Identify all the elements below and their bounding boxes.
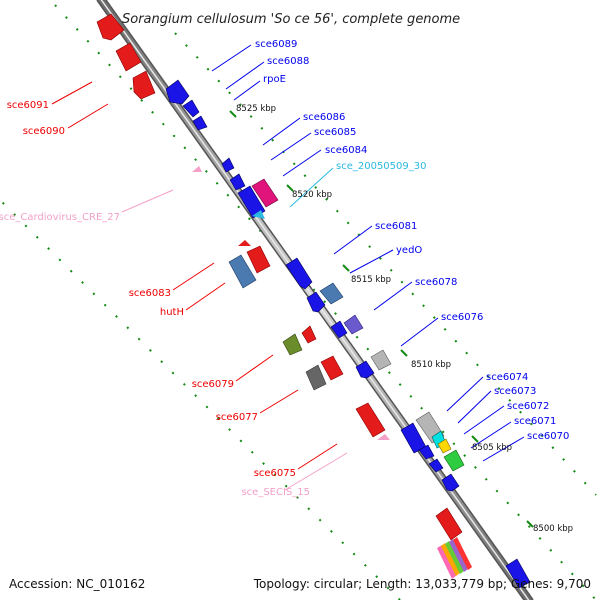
gene-arrow-sce6078a[interactable] [330, 320, 348, 339]
label-sce6078[interactable]: sce6078 [415, 277, 457, 288]
gene-arrow-sce6070[interactable] [441, 473, 460, 492]
gene-arrow-sce6090b[interactable] [132, 70, 156, 100]
label-sce6086[interactable]: sce6086 [303, 112, 345, 123]
gene-arrow-sce6078[interactable] [343, 314, 364, 335]
map-title: Sorangium cellulosum 'So ce 56', complet… [122, 12, 460, 27]
gene-arrow-bottom-red[interactable] [435, 507, 463, 541]
gene-arrow-bottom-blue[interactable] [505, 558, 531, 589]
label-sce6071[interactable]: sce6071 [514, 416, 556, 427]
label-sce_SECIS_15[interactable]: sce_SECIS_15 [241, 487, 310, 498]
label-sce6074[interactable]: sce6074 [486, 372, 528, 383]
label-hutH[interactable]: hutH [160, 307, 184, 318]
gene-arrow-sce6083a[interactable] [238, 240, 251, 246]
gene-arrow-yedO[interactable] [319, 282, 344, 305]
track-guides [0, 4, 597, 600]
leader-lines [51, 44, 525, 491]
gene-arrow-sce6072a[interactable] [418, 444, 435, 460]
tick-label-8505: 8505 kbp [472, 443, 512, 453]
label-sce6083[interactable]: sce6083 [129, 288, 171, 299]
tick-label-8515: 8515 kbp [351, 275, 391, 285]
gene-arrow-sce6071a[interactable] [428, 458, 444, 473]
label-sce_20050509_30[interactable]: sce_20050509_30 [336, 161, 426, 172]
gene-arrow-sce6090a[interactable] [115, 42, 142, 72]
rna-arrow-sce_SECIS_15[interactable] [377, 434, 390, 440]
gene-arrow-sce6071[interactable] [443, 449, 465, 472]
gene-arrow-sce6075[interactable] [355, 402, 386, 438]
label-sce6075[interactable]: sce6075 [254, 468, 296, 479]
reverse-strand-features [96, 13, 472, 579]
tick-label-8520: 8520 kbp [292, 190, 332, 200]
label-sce6091[interactable]: sce6091 [7, 100, 49, 111]
forward-strand-labels: sce6089 sce6088 rpoE sce6086 sce6085 sce… [255, 39, 569, 442]
gene-arrow-sce6088[interactable] [182, 99, 200, 118]
label-rpoE[interactable]: rpoE [263, 74, 286, 85]
scale-labels: 8525 kbp 8520 kbp 8515 kbp 8510 kbp 8505… [236, 104, 573, 534]
reverse-strand-labels: sce6091 sce6090 sce_Cardiovirus_CRE_27 s… [0, 100, 310, 498]
scale-ticks [229, 110, 534, 528]
gene-arrow-sce6086[interactable] [221, 157, 235, 173]
label-sce6084[interactable]: sce6084 [325, 145, 367, 156]
accession-label: Accession: NC_010162 [9, 577, 145, 591]
forward-strand-features [165, 79, 531, 589]
gene-arrow-yedO-a[interactable] [306, 291, 326, 313]
label-sce6072[interactable]: sce6072 [507, 401, 549, 412]
gene-arrow-sce6079[interactable] [301, 325, 317, 344]
rna-arrow-sce_20050509_30[interactable] [252, 210, 265, 219]
gene-arrow-sce6084a[interactable] [237, 185, 266, 219]
label-sce6077[interactable]: sce6077 [216, 412, 258, 423]
gene-arrow-rpoE[interactable] [192, 115, 208, 131]
gene-arrow-sce6076a[interactable] [355, 360, 375, 379]
rna-cluster-bottom [437, 537, 472, 579]
label-sce6081[interactable]: sce6081 [375, 221, 417, 232]
label-sce6089[interactable]: sce6089 [255, 39, 297, 50]
gene-arrow-sce6089[interactable] [165, 79, 190, 105]
tick-label-8510: 8510 kbp [411, 360, 451, 370]
label-yedO[interactable]: yedO [396, 245, 422, 256]
gene-arrow-sce6072[interactable] [437, 438, 452, 454]
label-sce6085[interactable]: sce6085 [314, 127, 356, 138]
label-sce_Cardiovirus_CRE_27[interactable]: sce_Cardiovirus_CRE_27 [0, 212, 120, 223]
label-sce6073[interactable]: sce6073 [494, 386, 536, 397]
tick-label-8500: 8500 kbp [533, 524, 573, 534]
label-sce6079[interactable]: sce6079 [192, 379, 234, 390]
gene-arrow-sce6077[interactable] [320, 355, 344, 381]
label-sce6070[interactable]: sce6070 [527, 431, 569, 442]
gene-arrow-sce6079a[interactable] [282, 333, 303, 356]
genome-stats: Topology: circular; Length: 13,033,779 b… [253, 577, 591, 591]
label-sce6088[interactable]: sce6088 [267, 56, 309, 67]
gene-arrow-sce6077a[interactable] [305, 364, 327, 391]
label-sce6076[interactable]: sce6076 [441, 312, 483, 323]
gene-arrow-sce6076[interactable] [370, 349, 392, 371]
tick-label-8525: 8525 kbp [236, 104, 276, 114]
gene-arrow-sce6081[interactable] [285, 257, 313, 290]
gene-arrow-hutH[interactable] [228, 254, 257, 289]
gene-arrow-sce6091[interactable] [96, 13, 125, 41]
gene-arrow-sce6084[interactable] [251, 178, 279, 208]
rna-arrow-sce_Cardiovirus_CRE_27[interactable] [192, 166, 202, 172]
label-sce6090[interactable]: sce6090 [23, 126, 65, 137]
gene-arrow-sce6085[interactable] [229, 173, 246, 191]
gene-arrow-sce6083[interactable] [246, 245, 271, 274]
